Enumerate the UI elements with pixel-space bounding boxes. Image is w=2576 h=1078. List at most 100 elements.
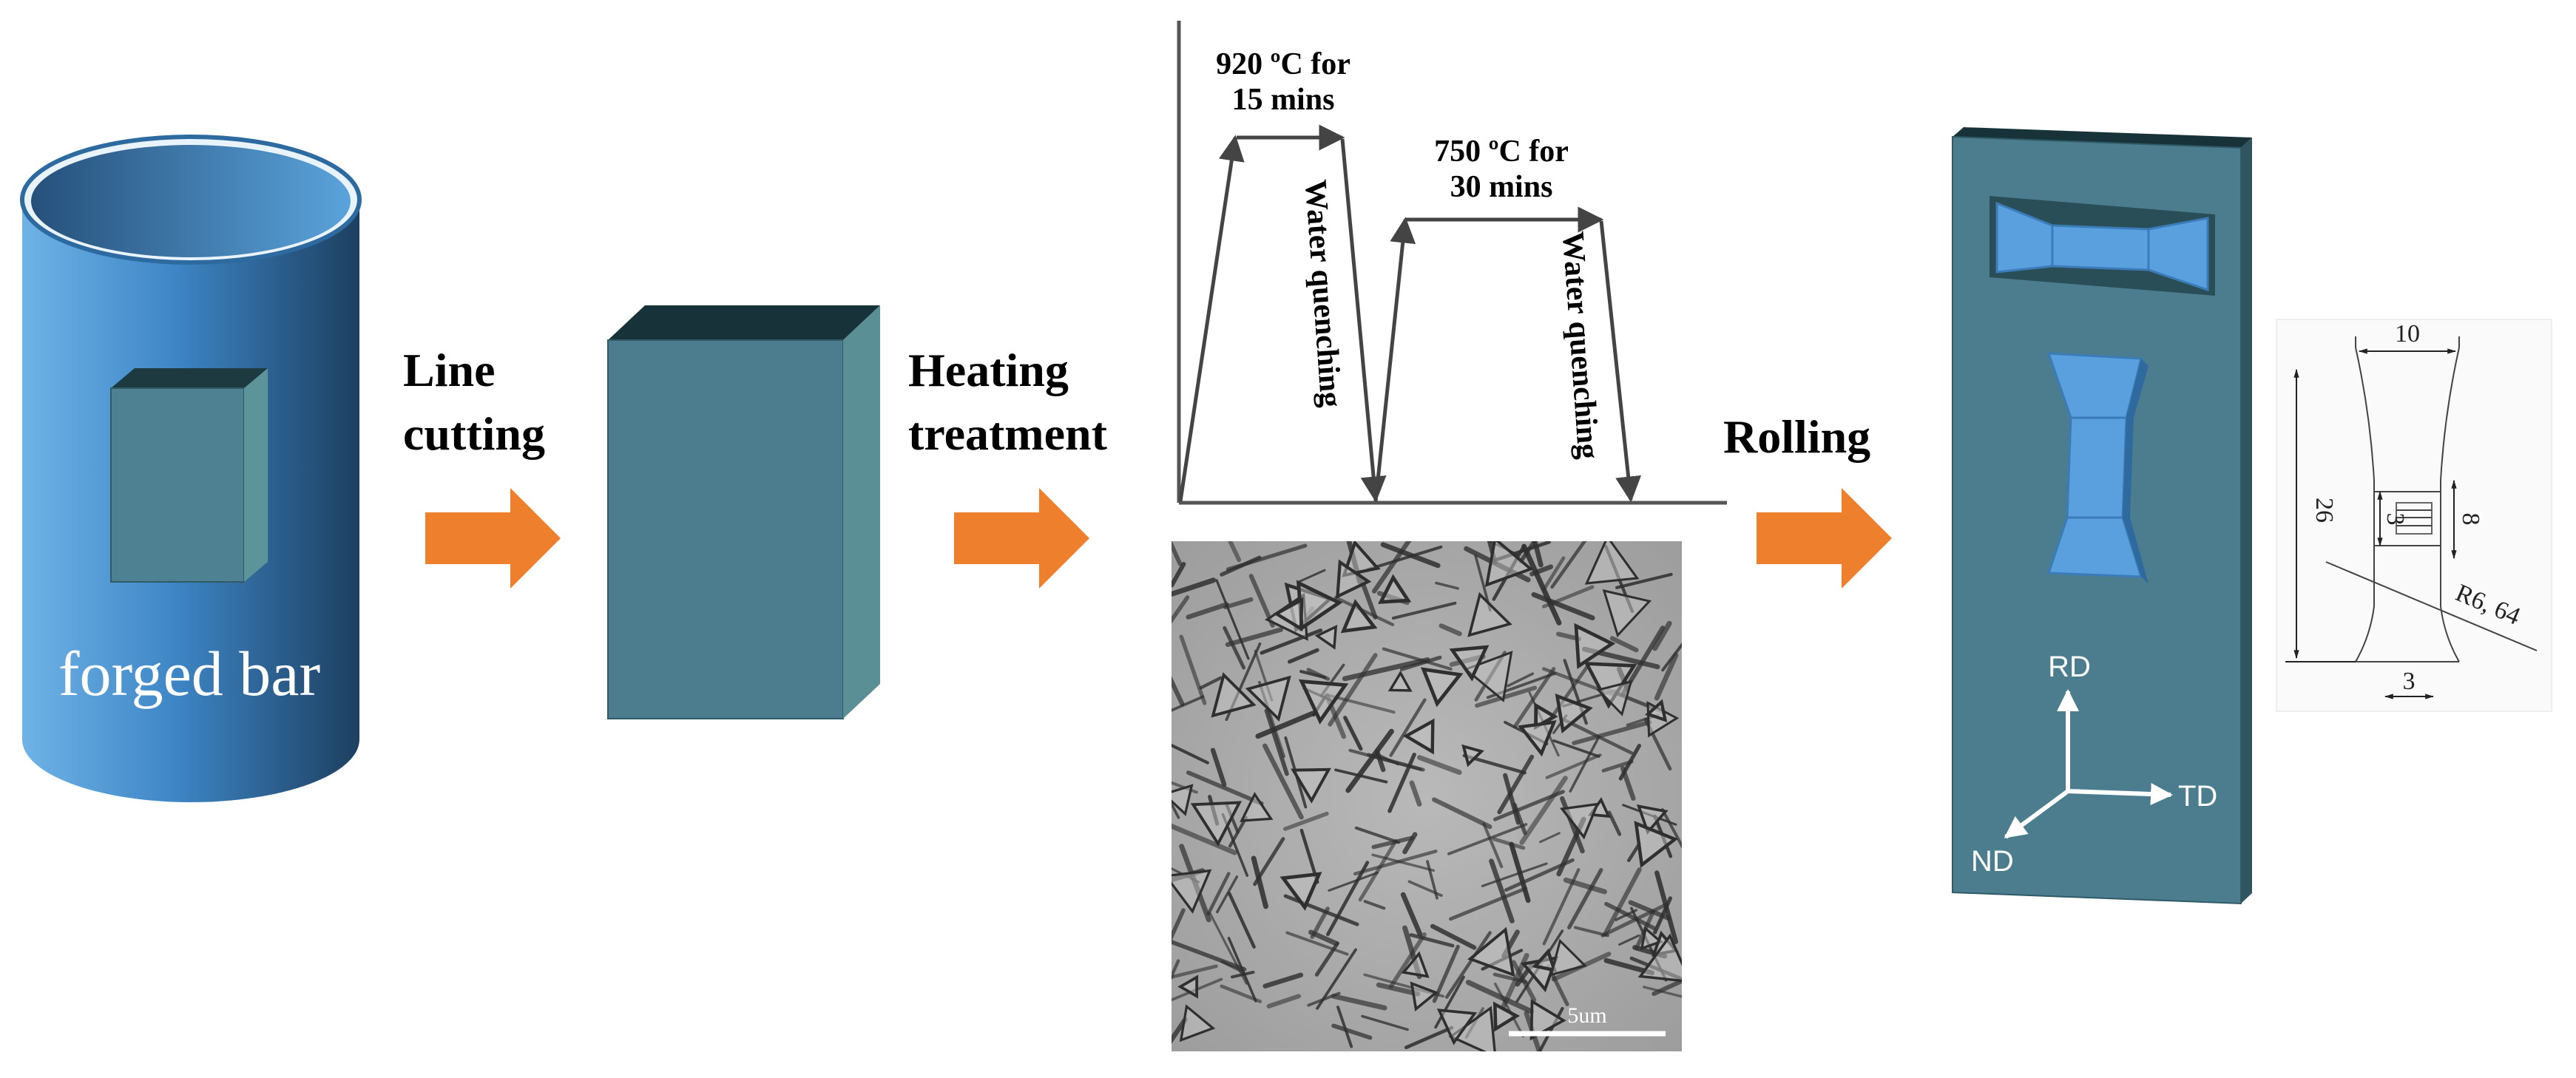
rolling-step: Rolling xyxy=(1723,410,1892,589)
triangular-grain xyxy=(1298,679,1349,725)
lamella xyxy=(1363,900,1386,910)
lamella xyxy=(1367,753,1425,772)
triangular-grain xyxy=(1644,699,1668,722)
rolled-plate: RD TD ND xyxy=(1952,127,2252,905)
triangular-grain xyxy=(1410,981,1439,1012)
lamella xyxy=(1481,862,1548,887)
lamella xyxy=(1627,842,1641,862)
lamella xyxy=(1439,623,1462,637)
triangular-grain xyxy=(1449,645,1490,682)
quench-label-1: Water quenching xyxy=(1298,178,1348,408)
quench-label-2: Water quenching xyxy=(1555,230,1605,460)
lamella xyxy=(1512,667,1556,729)
lamella xyxy=(1431,797,1492,830)
triangular-grain xyxy=(1529,999,1566,1041)
lamella xyxy=(1416,755,1462,776)
lamella xyxy=(1264,708,1289,776)
lamella xyxy=(1509,841,1531,904)
triangular-grain xyxy=(1273,597,1304,632)
step-label-rolling: Rolling xyxy=(1723,410,1870,463)
lamella xyxy=(1542,868,1581,946)
lamella xyxy=(1475,685,1538,708)
rolling-axes xyxy=(2004,689,2173,839)
lamella xyxy=(1371,853,1436,872)
lamella xyxy=(1220,960,1245,974)
triangular-grain xyxy=(1245,675,1291,722)
lamella xyxy=(1172,801,1180,819)
heat-treatment-schedule: 920 ºC for 15 mins 750 ºC for 30 mins Wa… xyxy=(1177,21,1727,505)
lamella xyxy=(1600,903,1669,938)
lamella xyxy=(1465,980,1535,1014)
lamella xyxy=(1552,739,1600,758)
lamella xyxy=(1567,868,1603,930)
step-label-treatment: treatment xyxy=(908,407,1108,460)
forged-bar: forged bar xyxy=(20,135,362,802)
lamella xyxy=(1231,970,1255,979)
td-label: TD xyxy=(2178,780,2217,813)
lamella xyxy=(1550,541,1587,589)
dim-gauge-width: 3 xyxy=(2381,513,2409,526)
heating-treatment-step: Heating treatment xyxy=(908,344,1108,589)
triangular-grain xyxy=(1549,938,1587,977)
triangular-grain xyxy=(1467,926,1515,977)
lamella xyxy=(1260,628,1323,655)
lamella xyxy=(1371,541,1412,594)
triangular-grain xyxy=(1177,974,1199,999)
triangular-grain xyxy=(1634,821,1679,868)
quench-1 xyxy=(1340,138,1387,503)
triangular-grain xyxy=(1559,802,1600,840)
lamella xyxy=(1283,811,1329,831)
lamella xyxy=(1223,626,1246,670)
triangular-grain xyxy=(1291,767,1331,804)
lamella xyxy=(1654,652,1679,701)
specimen-drawing: 10 26 3 8 R6, 64 3 xyxy=(2276,319,2552,712)
rd-label: RD xyxy=(2048,651,2091,683)
triangular-grain xyxy=(1342,541,1381,577)
micrograph-lamellae xyxy=(1172,541,1682,1051)
lamella xyxy=(1326,694,1396,714)
triangular-grain xyxy=(1602,589,1652,638)
lamella xyxy=(1298,569,1326,583)
lamella xyxy=(1507,672,1535,688)
lamella xyxy=(1489,858,1515,923)
lamella xyxy=(1361,1014,1409,1031)
step1-temperature: 920 ºC for xyxy=(1216,47,1350,81)
lamella xyxy=(1389,698,1427,757)
cylinder-opening xyxy=(31,145,351,257)
lamella xyxy=(1400,892,1423,937)
sem-micrograph: 5um xyxy=(1172,541,1682,1051)
lamella xyxy=(1326,861,1370,937)
lamella xyxy=(1642,986,1682,998)
lamella xyxy=(1283,894,1359,926)
lamella xyxy=(1172,541,1183,566)
triangular-grain xyxy=(1340,599,1378,634)
lamella xyxy=(1255,711,1316,739)
triangular-grain xyxy=(1401,951,1430,978)
lamella xyxy=(1402,832,1418,855)
lamella xyxy=(1569,736,1600,793)
lamella xyxy=(1652,620,1672,651)
lamella xyxy=(1449,887,1528,921)
triangular-grain xyxy=(1420,667,1464,708)
lamella xyxy=(1542,556,1566,591)
triangular-grain xyxy=(1484,541,1534,587)
triangular-grain xyxy=(1534,702,1558,730)
lamella xyxy=(1392,601,1457,620)
lamella xyxy=(1492,837,1526,850)
lamella xyxy=(1539,832,1561,844)
triangular-grain xyxy=(1640,926,1663,951)
triangular-grain xyxy=(1467,591,1512,637)
lamella xyxy=(1382,647,1453,671)
lamella xyxy=(1358,838,1398,902)
lamella xyxy=(1432,944,1460,1003)
step2-temperature: 750 ºC for xyxy=(1434,135,1569,169)
lamella xyxy=(1399,655,1442,671)
lamella xyxy=(1353,850,1438,876)
vertical-specimen xyxy=(2046,352,2149,584)
lamella xyxy=(1287,648,1319,664)
triangular-grain xyxy=(1461,744,1484,767)
lamella xyxy=(1444,931,1492,999)
lamella xyxy=(1262,972,1304,989)
lamella xyxy=(1179,634,1207,705)
